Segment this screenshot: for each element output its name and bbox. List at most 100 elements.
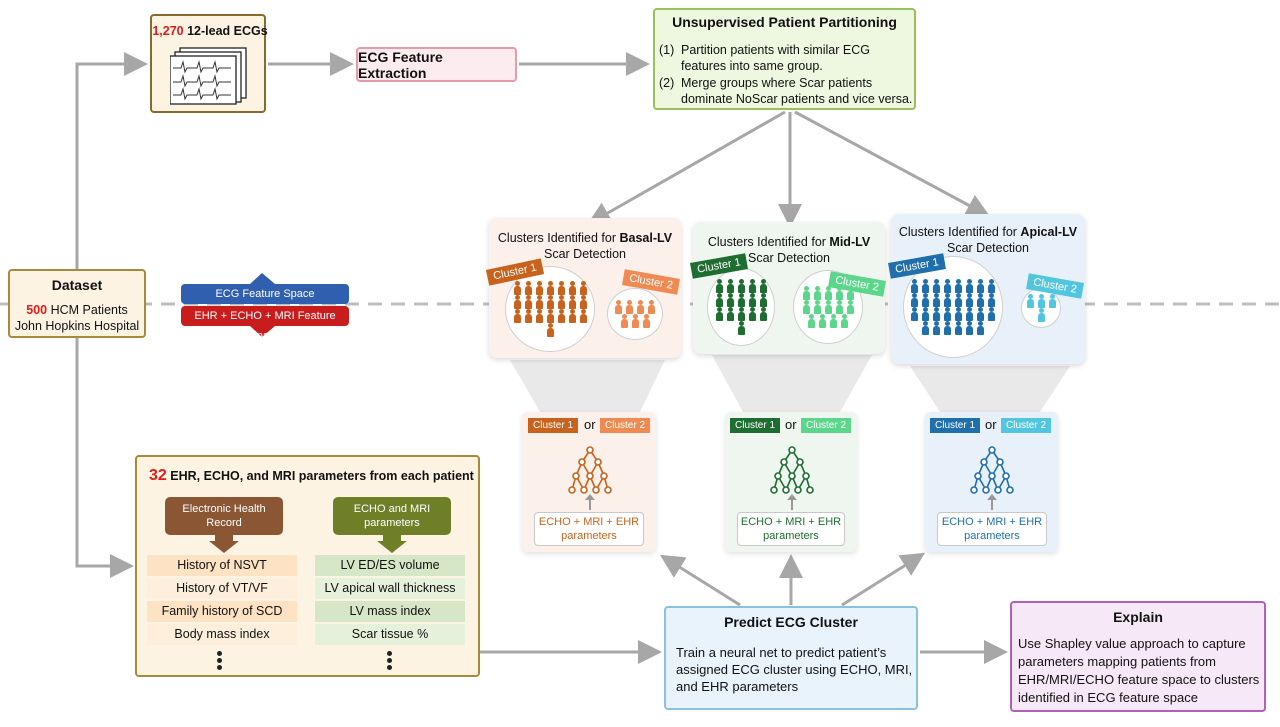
dataset-patients: 500 HCM Patients: [26, 303, 128, 317]
unsupervised-step-1: (1) Partition patients with similar ECG …: [659, 43, 870, 73]
parameters-title: 32 EHR, ECHO, and MRI parameters from ea…: [149, 467, 474, 484]
person-icon: [726, 279, 735, 293]
basal-nn-cluster1-tag: Cluster 1: [528, 418, 579, 433]
person-icon: [513, 295, 522, 309]
basal-nn-cluster2-tag: Cluster 2: [600, 418, 651, 433]
apical-cluster1-people: [907, 260, 999, 354]
person-icon: [943, 321, 952, 335]
person-icon: [579, 295, 588, 309]
person-icon: [546, 295, 555, 309]
person-icon: [965, 279, 974, 293]
person-icon: [535, 295, 544, 309]
person-icon: [737, 307, 746, 321]
person-icon: [557, 281, 566, 295]
person-icon: [965, 307, 974, 321]
mid-nn-cluster2-tag: Cluster 2: [801, 418, 852, 433]
person-icon: [965, 321, 974, 335]
predict-body: Train a neural net to predict patient’s …: [676, 645, 913, 694]
basal-nn-panel: Cluster 1 or Cluster 2 ECHO + MRI + EHR …: [522, 412, 656, 552]
arrow-predict-to-apical-nn: [841, 552, 926, 607]
ecg-count: 1,270: [152, 24, 184, 38]
person-icon: [910, 307, 919, 321]
person-icon: [748, 279, 757, 293]
person-icon: [524, 309, 533, 323]
apical-nn-params: ECHO + MRI + EHR parameters: [937, 512, 1047, 546]
person-icon: [636, 300, 645, 314]
person-icon: [546, 309, 555, 323]
ecg-data-box: 1,270 12-lead ECGs: [150, 14, 268, 113]
predict-cluster-box: Predict ECG Cluster Train a neural net t…: [664, 606, 918, 710]
feature-extraction-box: ECG Feature Extraction: [356, 47, 517, 82]
person-icon: [1037, 308, 1046, 322]
person-icon: [726, 293, 735, 307]
person-icon: [748, 307, 757, 321]
person-icon: [813, 286, 822, 300]
basal-nn-or: or: [584, 417, 596, 432]
person-icon: [647, 300, 656, 314]
mid-cluster2-people: [797, 274, 859, 340]
ehr-item: Family history of SCD: [147, 601, 297, 622]
person-icon: [557, 295, 566, 309]
arrow-dataset-to-params: [75, 338, 134, 578]
person-icon: [625, 300, 634, 314]
apical-nn-or: or: [985, 417, 997, 432]
person-icon: [614, 300, 623, 314]
person-icon: [737, 279, 746, 293]
ehr-down-arrow-icon: [209, 535, 239, 553]
person-icon: [1037, 294, 1046, 308]
ehr-item: Body mass index: [147, 624, 297, 645]
mid-cluster1-people: [711, 272, 771, 342]
person-icon: [932, 279, 941, 293]
person-icon: [802, 286, 811, 300]
up-arrow-ecg-space: [250, 273, 275, 284]
mid-nn-or: or: [785, 417, 797, 432]
arrow-predict-to-basal-nn: [659, 554, 741, 607]
person-icon: [557, 309, 566, 323]
person-icon: [513, 281, 522, 295]
person-icon: [546, 323, 555, 337]
mid-nn-cluster1-tag: Cluster 1: [730, 418, 781, 433]
clinical-feature-space-label: EHR + ECHO + MRI Feature Space: [181, 306, 349, 342]
imaging-item: LV mass index: [315, 601, 465, 622]
ehr-category-header: Electronic Health Record: [165, 497, 283, 535]
explain-body: Use Shapley value approach to capture pa…: [1018, 636, 1260, 705]
ecg-feature-space-label: ECG Feature Space: [181, 284, 349, 304]
down-arrow-clinical-space: [250, 326, 275, 337]
person-icon: [759, 279, 768, 293]
person-icon: [829, 314, 838, 328]
person-icon: [807, 314, 816, 328]
imaging-category-header: ECHO and MRI parameters: [333, 497, 451, 535]
funnel-basal: [510, 360, 665, 412]
person-icon: [579, 281, 588, 295]
person-icon: [1048, 294, 1057, 308]
parameters-box: 32 EHR, ECHO, and MRI parameters from ea…: [135, 455, 480, 677]
funnel-mid: [712, 355, 872, 412]
person-icon: [748, 293, 757, 307]
imaging-item: LV apical wall thickness: [315, 578, 465, 599]
unsupervised-title: Unsupervised Patient Partitioning: [672, 14, 897, 30]
ehr-more-ellipsis-icon: [217, 651, 223, 672]
apical-nn-panel: Cluster 1 or Cluster 2 ECHO + MRI + EHR …: [925, 412, 1058, 552]
dataset-hospital: John Hopkins Hospital: [14, 319, 140, 333]
person-icon: [976, 293, 985, 307]
person-icon: [965, 293, 974, 307]
person-icon: [921, 293, 930, 307]
imaging-down-arrow-icon: [377, 535, 407, 553]
ehr-item: History of VT/VF: [147, 578, 297, 599]
person-icon: [568, 309, 577, 323]
ecg-sheets-icon: [170, 47, 247, 105]
person-icon: [579, 309, 588, 323]
apical-neural-net-icon: [970, 446, 1014, 510]
person-icon: [954, 293, 963, 307]
unsupervised-step-2: (2) Merge groups where Scar patients dom…: [659, 76, 913, 106]
person-icon: [715, 293, 724, 307]
person-icon: [910, 279, 919, 293]
person-icon: [759, 293, 768, 307]
imaging-more-ellipsis-icon: [387, 651, 393, 672]
person-icon: [976, 279, 985, 293]
mid-nn-params: ECHO + MRI + EHR parameters: [737, 512, 845, 546]
